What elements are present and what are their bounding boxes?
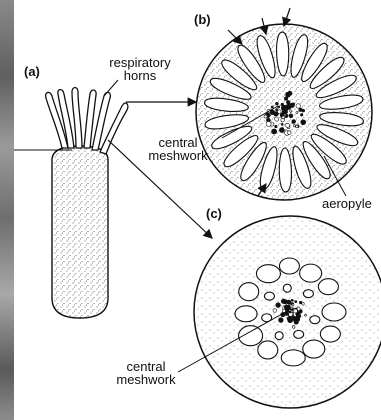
air-bubble-small [283, 284, 291, 292]
air-bubble-small [310, 316, 320, 324]
label-central-meshwork-b: central meshwork [138, 136, 218, 162]
label-respiratory-horns-line2: horns [100, 69, 180, 82]
air-bubble-small [294, 330, 304, 338]
air-bubble-small [264, 292, 274, 300]
label-aeropyle: aeropyle [322, 197, 381, 210]
label-central-meshwork-c-line2: meshwork [106, 373, 186, 386]
air-bubble [281, 350, 305, 366]
air-bubble [256, 265, 280, 283]
air-bubble [318, 279, 338, 295]
air-bubble-small [303, 290, 313, 298]
cross-section-b [196, 8, 372, 200]
label-respiratory-horns: respiratory horns [100, 56, 180, 82]
air-chamber [277, 32, 289, 76]
respiratory-horns [46, 88, 128, 155]
air-bubble [279, 258, 299, 274]
air-bubble [235, 306, 257, 322]
air-bubble [300, 264, 322, 282]
air-bubble [320, 326, 340, 342]
label-central-meshwork-c: central meshwork [106, 360, 186, 386]
panel-label-b: (b) [194, 12, 211, 27]
label-central-meshwork-b-line2: meshwork [138, 149, 218, 162]
panel-label-a: (a) [24, 64, 40, 79]
egg-body [52, 146, 108, 318]
air-bubble [239, 283, 259, 301]
air-bubble [322, 303, 346, 321]
air-bubble [258, 341, 278, 359]
panel-label-c: (c) [206, 206, 222, 221]
air-bubble [303, 340, 325, 358]
egg-a [14, 88, 128, 319]
air-bubble-small [275, 332, 283, 340]
air-chamber [279, 148, 291, 192]
cross-section-c [178, 216, 381, 408]
